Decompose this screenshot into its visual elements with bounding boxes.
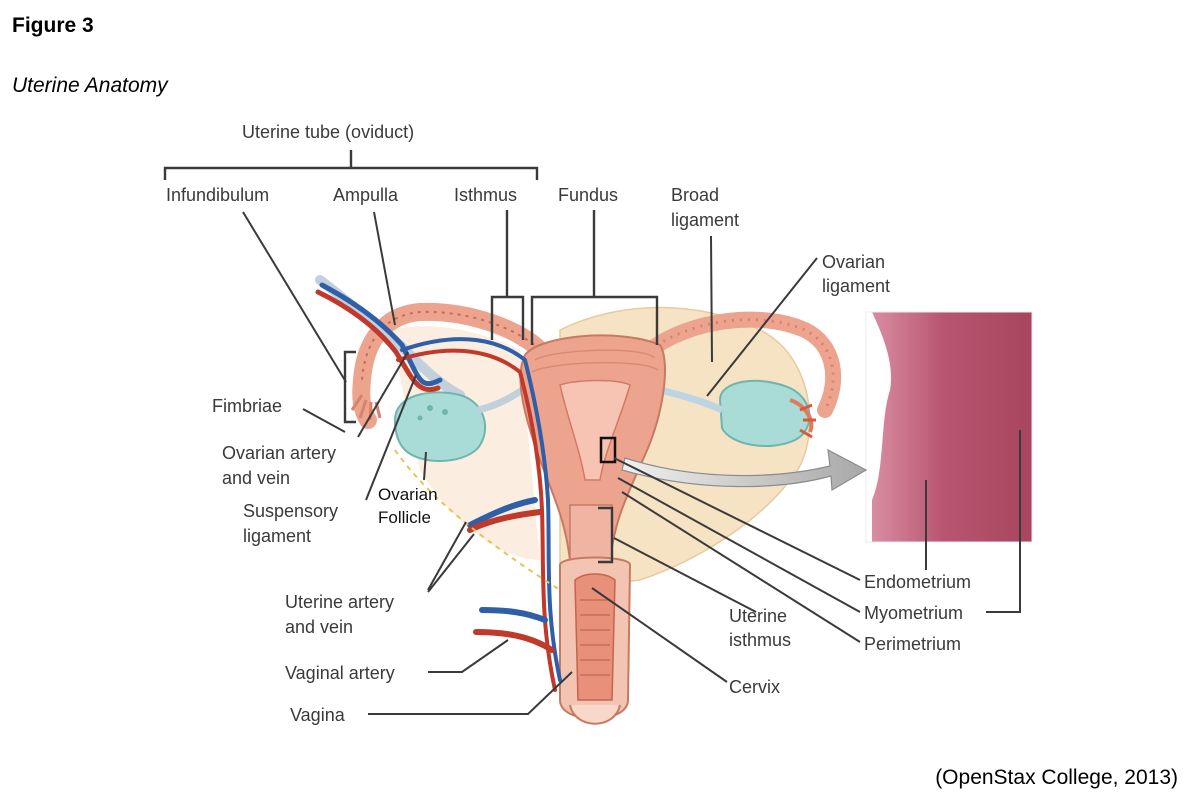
right-ovarian-ligament (659, 386, 724, 414)
label-broad-ligament-line2: ligament (671, 210, 739, 230)
label-uterine-isthmus-line2: isthmus (729, 630, 791, 650)
label-ovarian-ligament-line2: ligament (822, 276, 890, 296)
right-uterine-tube (642, 311, 842, 418)
leader-lines (242, 211, 1021, 715)
label-uterine-tube: Uterine tube (oviduct) (242, 122, 414, 142)
blood-vessels (315, 282, 562, 692)
left-ovary (393, 391, 487, 462)
label-ovarian-artery-line1: Ovarian artery (222, 443, 336, 463)
label-myometrium: Myometrium (864, 603, 963, 623)
label-cervix: Cervix (729, 677, 780, 697)
label-ovarian-artery-line2: and vein (222, 468, 290, 488)
label-fimbriae: Fimbriae (212, 396, 282, 416)
figure-title: Uterine Anatomy (12, 74, 168, 97)
label-fundus: Fundus (558, 185, 618, 205)
label-vagina: Vagina (290, 705, 346, 725)
label-endometrium: Endometrium (864, 572, 971, 592)
label-uterine-artery-line2: and vein (285, 617, 353, 637)
uterus (519, 334, 666, 725)
label-uterine-isthmus-line1: Uterine (729, 606, 787, 626)
label-uterine-artery-line1: Uterine artery (285, 592, 394, 612)
histology-panel (865, 311, 1033, 543)
uterine-tube-bracket (163, 150, 539, 180)
label-suspensory-line1: Suspensory (243, 501, 338, 521)
uterine-isthmus-bracket (598, 506, 614, 564)
label-vaginal-artery: Vaginal artery (285, 663, 395, 683)
label-ovarian-follicle-line2: Follicle (378, 508, 431, 527)
label-ovarian-follicle-line1: Ovarian (378, 485, 438, 504)
figure-number: Figure 3 (12, 14, 94, 37)
label-suspensory-line2: ligament (243, 526, 311, 546)
label-ampulla: Ampulla (333, 185, 399, 205)
fundus-bracket (530, 210, 659, 345)
label-infundibulum: Infundibulum (166, 185, 269, 205)
right-ovary (718, 379, 816, 447)
label-broad-ligament-line1: Broad (671, 185, 719, 205)
label-perimetrium: Perimetrium (864, 634, 961, 654)
label-isthmus: Isthmus (454, 185, 517, 205)
isthmus-bracket (490, 210, 525, 340)
figure-citation: (OpenStax College, 2013) (935, 766, 1178, 789)
label-ovarian-ligament-line1: Ovarian (822, 252, 885, 272)
fimbriae-bracket (343, 350, 356, 424)
magnify-arrow (621, 448, 868, 492)
